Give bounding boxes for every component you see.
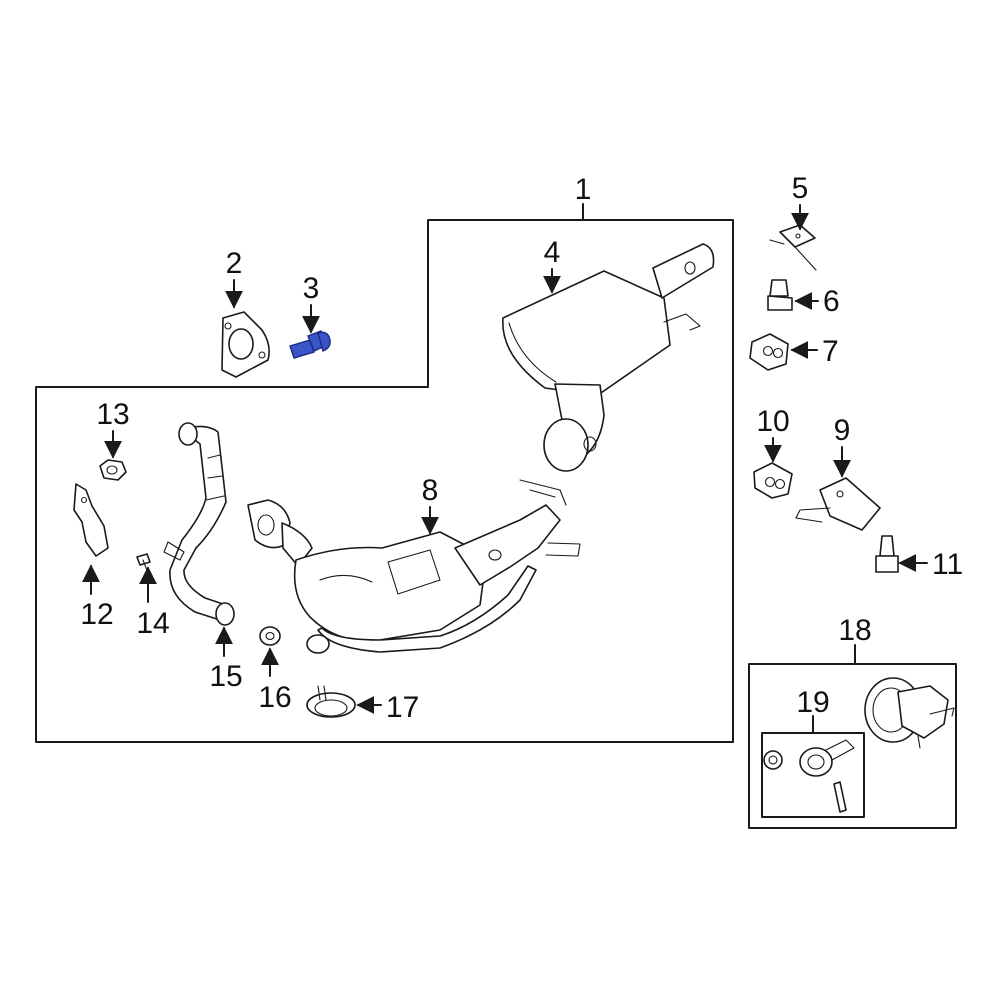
callout-8[interactable]: 8 bbox=[421, 474, 439, 535]
callout-10[interactable]: 10 bbox=[756, 405, 790, 463]
catalytic-converter-part-8[interactable] bbox=[247, 479, 581, 654]
svg-text:12: 12 bbox=[80, 598, 113, 631]
callout-1[interactable]: 1 bbox=[575, 173, 592, 206]
svg-text:13: 13 bbox=[96, 398, 129, 431]
svg-text:15: 15 bbox=[209, 660, 242, 693]
callout-11[interactable]: 11 bbox=[898, 548, 963, 581]
svg-text:14: 14 bbox=[136, 607, 169, 640]
callout-15[interactable]: 15 bbox=[209, 626, 243, 693]
gasket-ring-part-16[interactable] bbox=[259, 626, 281, 646]
hanger-bracket-part-5[interactable] bbox=[769, 224, 817, 271]
bolt-part-11[interactable] bbox=[875, 535, 899, 573]
svg-text:8: 8 bbox=[422, 474, 439, 507]
svg-text:1: 1 bbox=[575, 173, 592, 206]
svg-text:4: 4 bbox=[544, 236, 561, 269]
callout-13[interactable]: 13 bbox=[96, 398, 130, 459]
svg-text:11: 11 bbox=[932, 548, 963, 581]
clamp-part-17[interactable] bbox=[306, 685, 356, 718]
callout-2[interactable]: 2 bbox=[225, 247, 243, 309]
svg-text:6: 6 bbox=[823, 285, 840, 318]
svg-text:9: 9 bbox=[834, 414, 851, 447]
callout-12[interactable]: 12 bbox=[80, 564, 114, 631]
callout-18[interactable]: 18 bbox=[838, 614, 871, 647]
callout-19[interactable]: 19 bbox=[796, 686, 829, 719]
muffler-part-4[interactable] bbox=[502, 243, 715, 472]
insulator-part-10[interactable] bbox=[753, 462, 793, 499]
svg-text:3: 3 bbox=[303, 272, 320, 305]
svg-text:10: 10 bbox=[756, 405, 789, 438]
callout-3[interactable]: 3 bbox=[302, 272, 320, 334]
callout-16[interactable]: 16 bbox=[258, 647, 292, 714]
callout-9[interactable]: 9 bbox=[833, 414, 851, 478]
svg-text:17: 17 bbox=[386, 691, 419, 724]
nut-part-13[interactable] bbox=[99, 459, 127, 481]
bracket-part-12[interactable] bbox=[73, 483, 109, 557]
callout-17[interactable]: 17 bbox=[356, 691, 419, 724]
bracket-part-9[interactable] bbox=[795, 477, 881, 531]
assembly-1-boundary bbox=[35, 219, 734, 743]
callout-6[interactable]: 6 bbox=[794, 285, 840, 318]
seal-kit-part-19[interactable] bbox=[763, 739, 855, 813]
callout-14[interactable]: 14 bbox=[136, 566, 170, 640]
callout-5[interactable]: 5 bbox=[791, 172, 809, 231]
svg-text:5: 5 bbox=[792, 172, 809, 205]
gasket-part-2[interactable] bbox=[221, 311, 270, 378]
svg-text:16: 16 bbox=[258, 681, 291, 714]
bolt-part-6[interactable] bbox=[767, 279, 793, 311]
pipe-part-15[interactable] bbox=[163, 422, 235, 626]
svg-text:18: 18 bbox=[838, 614, 871, 647]
assembly-18-boundary bbox=[748, 663, 957, 829]
bolt-part-3[interactable] bbox=[289, 330, 331, 359]
insulator-part-7[interactable] bbox=[749, 333, 789, 371]
callout-7[interactable]: 7 bbox=[790, 335, 839, 368]
svg-text:19: 19 bbox=[796, 686, 829, 719]
callout-4[interactable]: 4 bbox=[543, 236, 561, 294]
sensor-assembly-part-18[interactable] bbox=[864, 677, 955, 749]
svg-text:2: 2 bbox=[226, 247, 243, 280]
svg-text:7: 7 bbox=[822, 335, 839, 368]
